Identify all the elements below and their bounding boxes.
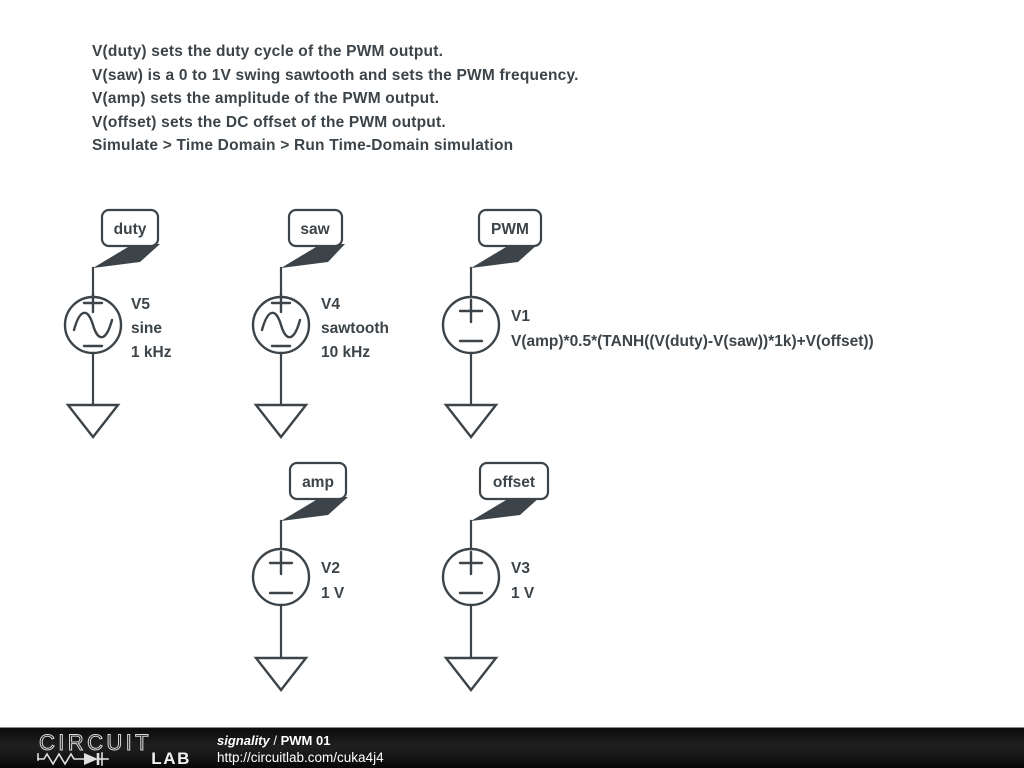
ground-symbol-v2 (253, 656, 309, 692)
sine-wave-icon (72, 311, 114, 339)
description-line-5: Simulate > Time Domain > Run Time-Domain… (92, 137, 514, 154)
ground-symbol-v4 (253, 403, 309, 439)
component-param-v4-2: 10 kHz (321, 344, 370, 361)
component-v4[interactable]: saw V4 sawtooth 10 kHz (251, 208, 389, 439)
footer-title-line: signality / PWM 01 (217, 732, 384, 749)
logo-circuit-text: CIRCUIT (38, 730, 153, 756)
component-param-v4-1: sawtooth (321, 320, 389, 337)
footer-url[interactable]: http://circuitlab.com/cuka4j4 (217, 750, 384, 765)
node-label-offset[interactable]: offset (471, 461, 550, 521)
plus-sign-icon (458, 550, 484, 576)
component-v5[interactable]: duty V5 sine 1 kHz (63, 208, 172, 439)
ground-symbol-v3 (443, 656, 499, 692)
circuitlab-logo: CIRCUIT LAB (36, 730, 191, 768)
logo-lab-text: LAB (151, 749, 191, 768)
node-label-duty[interactable]: duty (93, 208, 160, 268)
component-param-v3-1: 1 V (511, 585, 535, 602)
node-label-pwm[interactable]: PWM (471, 208, 543, 268)
component-ref-v4: V4 (321, 296, 340, 313)
component-ref-v5: V5 (131, 296, 150, 313)
component-param-v5-2: 1 kHz (131, 344, 172, 361)
ground-symbol-v5 (65, 403, 121, 439)
node-label-amp-text: amp (302, 474, 334, 491)
footer-separator: / (269, 733, 281, 748)
description-block: V(duty) sets the duty cycle of the PWM o… (92, 40, 972, 158)
node-label-amp[interactable]: amp (281, 461, 348, 521)
footer-title: PWM 01 (280, 733, 331, 748)
footer-bar: CIRCUIT LAB signality / PWM 01 http://ci… (0, 727, 1024, 768)
footer-meta: signality / PWM 01 http://circuitlab.com… (217, 732, 384, 766)
ground-symbol-v1 (443, 403, 499, 439)
plus-sign-icon (82, 292, 104, 314)
component-param-v1-1: V(amp)*0.5*(TANH((V(duty)-V(saw))*1k)+V(… (511, 333, 874, 350)
node-label-pwm-text: PWM (491, 221, 529, 238)
plus-sign-icon (270, 292, 292, 314)
description-line-1: V(duty) sets the duty cycle of the PWM o… (92, 43, 444, 60)
component-v2[interactable]: amp V2 1 V (251, 461, 348, 692)
schematic-canvas[interactable]: duty V5 sine 1 kHz saw (0, 0, 1024, 727)
component-ref-v1: V1 (511, 308, 530, 325)
component-param-v2-1: 1 V (321, 585, 345, 602)
logo-circuit-symbol-icon (37, 752, 109, 766)
plus-sign-icon (268, 550, 294, 576)
node-label-saw-text: saw (300, 221, 330, 238)
component-param-v5-1: sine (131, 320, 162, 337)
description-line-2: V(saw) is a 0 to 1V swing sawtooth and s… (92, 66, 579, 84)
node-label-offset-text: offset (493, 474, 535, 491)
description-line-3: V(amp) sets the amplitude of the PWM out… (92, 90, 440, 107)
footer-brand: signality (217, 733, 270, 748)
node-label-saw[interactable]: saw (281, 208, 345, 268)
sine-wave-icon (260, 311, 302, 339)
component-v3[interactable]: offset V3 1 V (441, 461, 550, 692)
plus-sign-icon (458, 298, 484, 324)
component-ref-v3: V3 (511, 560, 530, 577)
component-v1[interactable]: PWM V1 V(amp)*0.5*(TANH((V(duty)-V(saw))… (441, 208, 874, 439)
node-label-duty-text: duty (114, 221, 147, 238)
component-ref-v2: V2 (321, 560, 340, 577)
description-line-4: V(offset) sets the DC offset of the PWM … (92, 113, 446, 131)
